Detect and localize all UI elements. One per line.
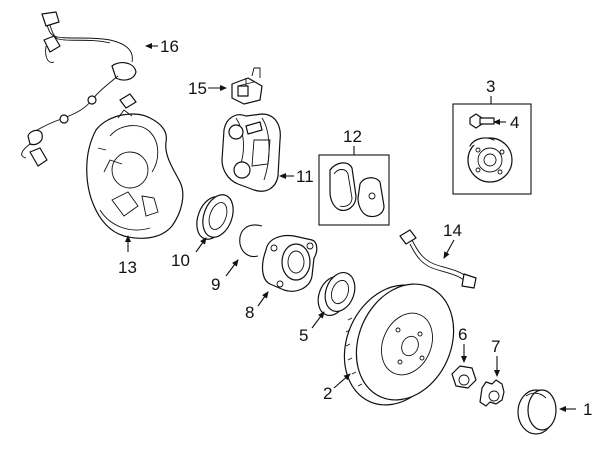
callout-9: 9: [211, 275, 220, 294]
callout-15: 15: [188, 79, 207, 98]
abs-speed-sensor: [231, 67, 263, 105]
wheel-bearing: [317, 272, 356, 316]
callout-4: 4: [510, 113, 519, 132]
callout-6: 6: [458, 325, 467, 344]
axle-nut: [451, 365, 477, 389]
brake-pad-set: [318, 154, 390, 226]
callout-12: 12: [343, 127, 362, 146]
callout-2: 2: [323, 384, 332, 403]
hub-assembly: [452, 103, 532, 195]
nut-lock-cap: [479, 379, 505, 407]
dust-shield: [86, 109, 184, 239]
callout-5: 5: [299, 326, 308, 345]
callout-labels: 1 2 3 4 5 6 7 8 9 10 11 12 13 14 15 16: [118, 37, 592, 419]
callout-3: 3: [486, 77, 495, 96]
callout-7: 7: [491, 337, 500, 356]
snap-ring: [239, 224, 263, 258]
callout-10: 10: [171, 251, 190, 270]
callout-13: 13: [118, 258, 137, 277]
leader-lines: [125, 43, 576, 412]
callout-1: 1: [583, 400, 592, 419]
abs-sensor-harness: [21, 11, 137, 167]
callout-16: 16: [160, 37, 179, 56]
brake-hose: [399, 229, 477, 289]
bearing-housing: [261, 234, 318, 292]
callout-8: 8: [245, 303, 254, 322]
brake-rotor: [343, 283, 455, 406]
callout-14: 14: [443, 221, 462, 240]
brake-caliper: [221, 113, 281, 192]
oil-seal: [196, 194, 234, 240]
callout-11: 11: [296, 167, 314, 186]
grease-cap: [517, 389, 557, 435]
